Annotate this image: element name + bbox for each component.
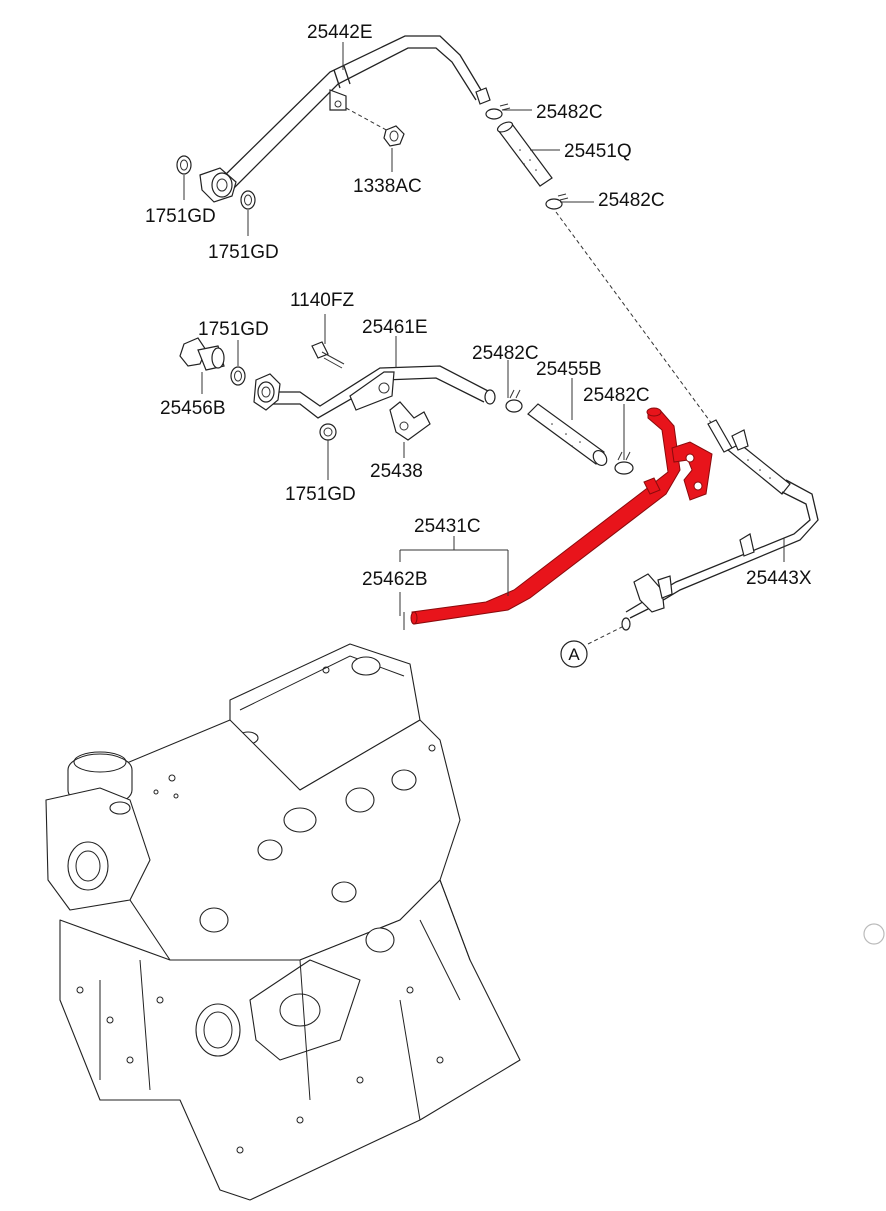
label-25456B[interactable]: 25456B [160,398,226,419]
clamp-25482C-a[interactable] [485,103,511,120]
label-25482C-c[interactable]: 25482C [472,343,539,364]
pipe-25431C-highlighted[interactable] [410,407,713,625]
assembly-line-upper [555,211,713,425]
clamp-25482C-c[interactable] [505,389,523,413]
hose-25451Q[interactable] [496,120,553,187]
label-25443X[interactable]: 25443X [746,568,812,589]
label-1338AC[interactable]: 1338AC [353,176,422,197]
label-25462B[interactable]: 25462B [362,569,428,590]
hose-25455B[interactable] [527,403,610,468]
label-25455B[interactable]: 25455B [536,359,602,380]
label-25451Q[interactable]: 25451Q [564,141,632,162]
label-25438[interactable]: 25438 [370,461,423,482]
bracket-25438[interactable] [389,401,431,441]
washer-1751GD-c[interactable] [230,366,246,386]
part-labels: 25442E 25482C 25451Q 1338AC 25482C 1751G… [145,22,812,590]
leader-lines [183,42,785,616]
label-1751GD-a[interactable]: 1751GD [145,206,216,227]
label-1751GD-c[interactable]: 1751GD [198,319,269,340]
label-25482C-d[interactable]: 25482C [583,385,650,406]
washer-1751GD-a[interactable] [176,155,192,175]
label-1751GD-b[interactable]: 1751GD [208,242,279,263]
pipe-25461E[interactable] [253,365,496,419]
bolt-25456B[interactable] [179,337,225,371]
pipe-25442E[interactable] [199,35,491,203]
pipe-25443X[interactable] [621,419,819,631]
label-25442E[interactable]: 25442E [307,22,373,43]
clamp-25482C-b[interactable] [545,193,569,210]
label-1751GD-d[interactable]: 1751GD [285,484,356,505]
callout-A-label: A [568,645,580,664]
label-1140FZ[interactable]: 1140FZ [290,290,354,311]
washer-1751GD-d[interactable] [319,423,337,441]
clamp-25482C-d[interactable] [614,451,634,475]
scroll-indicator-icon[interactable] [863,923,885,945]
nut-1338AC[interactable] [345,107,405,147]
label-25482C-a[interactable]: 25482C [536,102,603,123]
label-25461E[interactable]: 25461E [362,317,428,338]
callout-A[interactable]: A [560,625,625,668]
bolt-1140FZ[interactable] [311,341,345,369]
label-25431C[interactable]: 25431C [414,516,481,537]
washer-1751GD-b[interactable] [240,190,256,210]
engine-assembly [45,643,521,1201]
label-25482C-b[interactable]: 25482C [598,190,665,211]
